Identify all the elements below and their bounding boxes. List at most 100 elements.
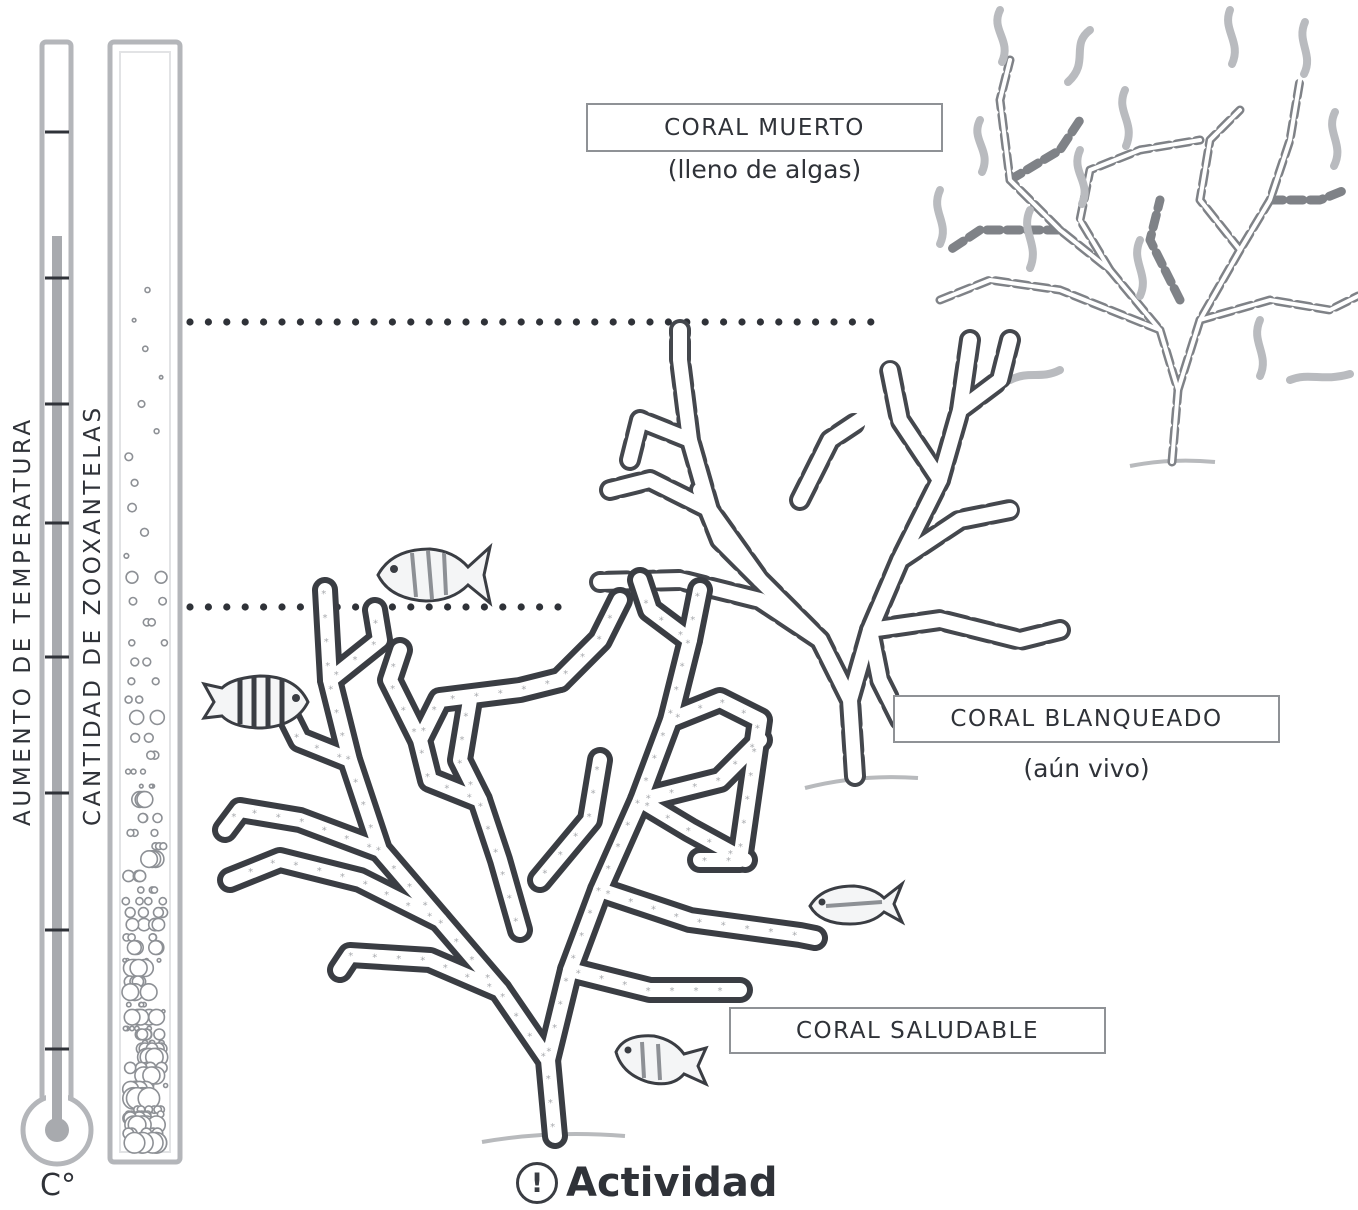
- zooxanthella-bubble: [154, 1029, 165, 1040]
- polyp-mark: *: [675, 712, 680, 723]
- level-dot: [702, 318, 709, 325]
- polyp-mark: *: [513, 916, 518, 927]
- polyp-mark: *: [514, 1012, 519, 1023]
- zooxanthella-bubble: [152, 678, 159, 685]
- polyp-mark: *: [252, 809, 257, 820]
- level-dot: [536, 318, 543, 325]
- level-dot: [242, 318, 249, 325]
- polyp-mark: *: [646, 986, 651, 997]
- polyp-mark: *: [644, 776, 649, 787]
- polyp-mark: *: [407, 882, 412, 893]
- polyp-mark: *: [353, 655, 358, 666]
- level-dot: [812, 318, 819, 325]
- polyp-mark: *: [591, 789, 596, 800]
- zooxanthella-bubble: [141, 769, 146, 774]
- polyp-mark: *: [745, 795, 750, 806]
- zooxanthella-bubble: [151, 887, 157, 893]
- polyp-mark: *: [507, 893, 512, 904]
- zooxanthella-bubble: [150, 710, 164, 724]
- polyp-mark: *: [652, 754, 657, 765]
- polyp-mark: *: [550, 1122, 555, 1133]
- polyp-mark: *: [346, 755, 351, 766]
- exclamation-icon: !: [516, 1162, 558, 1204]
- zooxanthella-bubble: [125, 1062, 136, 1073]
- polyp-mark: *: [548, 1098, 553, 1109]
- polyp-mark: *: [391, 662, 396, 673]
- zooxanthella-bubble: [154, 908, 164, 918]
- zooxanthella-bubble: [141, 851, 158, 868]
- zooxanthella-bubble: [129, 598, 136, 605]
- zooxanthella-bubble: [130, 1026, 134, 1030]
- polyp-mark: *: [644, 598, 649, 609]
- polyp-mark: *: [373, 618, 378, 629]
- level-dot: [426, 603, 433, 610]
- zooxanthella-bubble: [155, 571, 167, 583]
- zooxanthella-bubble: [132, 318, 136, 322]
- polyp-mark: *: [741, 709, 746, 720]
- level-dot: [315, 318, 322, 325]
- zooxanthella-bubble: [128, 503, 136, 511]
- temperature-axis-label: AUMENTO DE TEMPERATURA: [10, 416, 36, 826]
- zooxanthella-bubble: [161, 640, 167, 646]
- polyp-mark: *: [348, 951, 353, 962]
- zooxanthella-bubble: [123, 870, 134, 881]
- polyp-mark: *: [745, 924, 750, 935]
- polyp-mark: *: [768, 927, 773, 938]
- zooxanthella-bubble: [135, 870, 146, 881]
- polyp-mark: *: [294, 732, 299, 743]
- polyp-mark: *: [322, 826, 327, 837]
- polyp-mark: *: [376, 846, 381, 857]
- polyp-mark: *: [678, 630, 683, 641]
- zooxanthellae-tube: [110, 42, 180, 1162]
- zooxanthella-bubble: [125, 908, 135, 918]
- polyp-mark: *: [733, 759, 738, 770]
- zooxanthella-bubble: [147, 751, 155, 759]
- fish-upper: [378, 547, 490, 603]
- polyp-mark: *: [384, 890, 389, 901]
- level-dot: [205, 318, 212, 325]
- polyp-mark: *: [325, 661, 330, 672]
- level-dot: [407, 318, 414, 325]
- zooxanthella-bubble: [159, 598, 166, 605]
- zooxanthella-bubble: [131, 658, 139, 666]
- polyp-mark: *: [728, 849, 733, 860]
- level-dot: [334, 318, 341, 325]
- polyp-mark: *: [698, 703, 703, 714]
- zooxanthella-bubble: [143, 346, 148, 351]
- polyp-mark: *: [420, 956, 425, 967]
- level-dot: [794, 318, 801, 325]
- polyp-mark: *: [616, 842, 621, 853]
- level-dot: [352, 318, 359, 325]
- fish-right: [810, 884, 902, 924]
- polyp-mark: *: [368, 823, 373, 834]
- level-dot: [536, 603, 543, 610]
- polyp-mark: *: [467, 792, 472, 803]
- polyp-mark: *: [457, 759, 462, 770]
- zooxanthella-bubble: [128, 678, 135, 685]
- healthy-coral-illustration: ****************************************…: [225, 580, 815, 1142]
- zooxanthella-bubble: [127, 830, 134, 837]
- polyp-mark: *: [606, 864, 611, 875]
- zooxanthella-bubble: [122, 898, 129, 905]
- polyp-mark: *: [670, 986, 675, 997]
- zooxanthella-bubble: [138, 401, 145, 408]
- polyp-mark: *: [321, 589, 326, 600]
- polyp-mark: *: [645, 801, 650, 812]
- polyp-mark: *: [580, 652, 585, 663]
- level-dot: [389, 318, 396, 325]
- polyp-mark: *: [450, 694, 455, 705]
- zooxanthella-bubble: [154, 429, 159, 434]
- level-dot: [223, 603, 230, 610]
- polyp-mark: *: [438, 919, 443, 930]
- polyp-mark: *: [344, 834, 349, 845]
- level-dot: [518, 603, 525, 610]
- zooxanthella-bubble: [164, 1084, 168, 1088]
- healthy-coral-label: CORAL SALUDABLE: [729, 1007, 1106, 1054]
- level-dot: [426, 318, 433, 325]
- level-dot: [352, 603, 359, 610]
- zooxanthella-bubble: [122, 984, 139, 1001]
- level-dot: [223, 318, 230, 325]
- polyp-mark: *: [660, 731, 665, 742]
- temperature-unit: C°: [40, 1168, 76, 1203]
- polyp-mark: *: [669, 788, 674, 799]
